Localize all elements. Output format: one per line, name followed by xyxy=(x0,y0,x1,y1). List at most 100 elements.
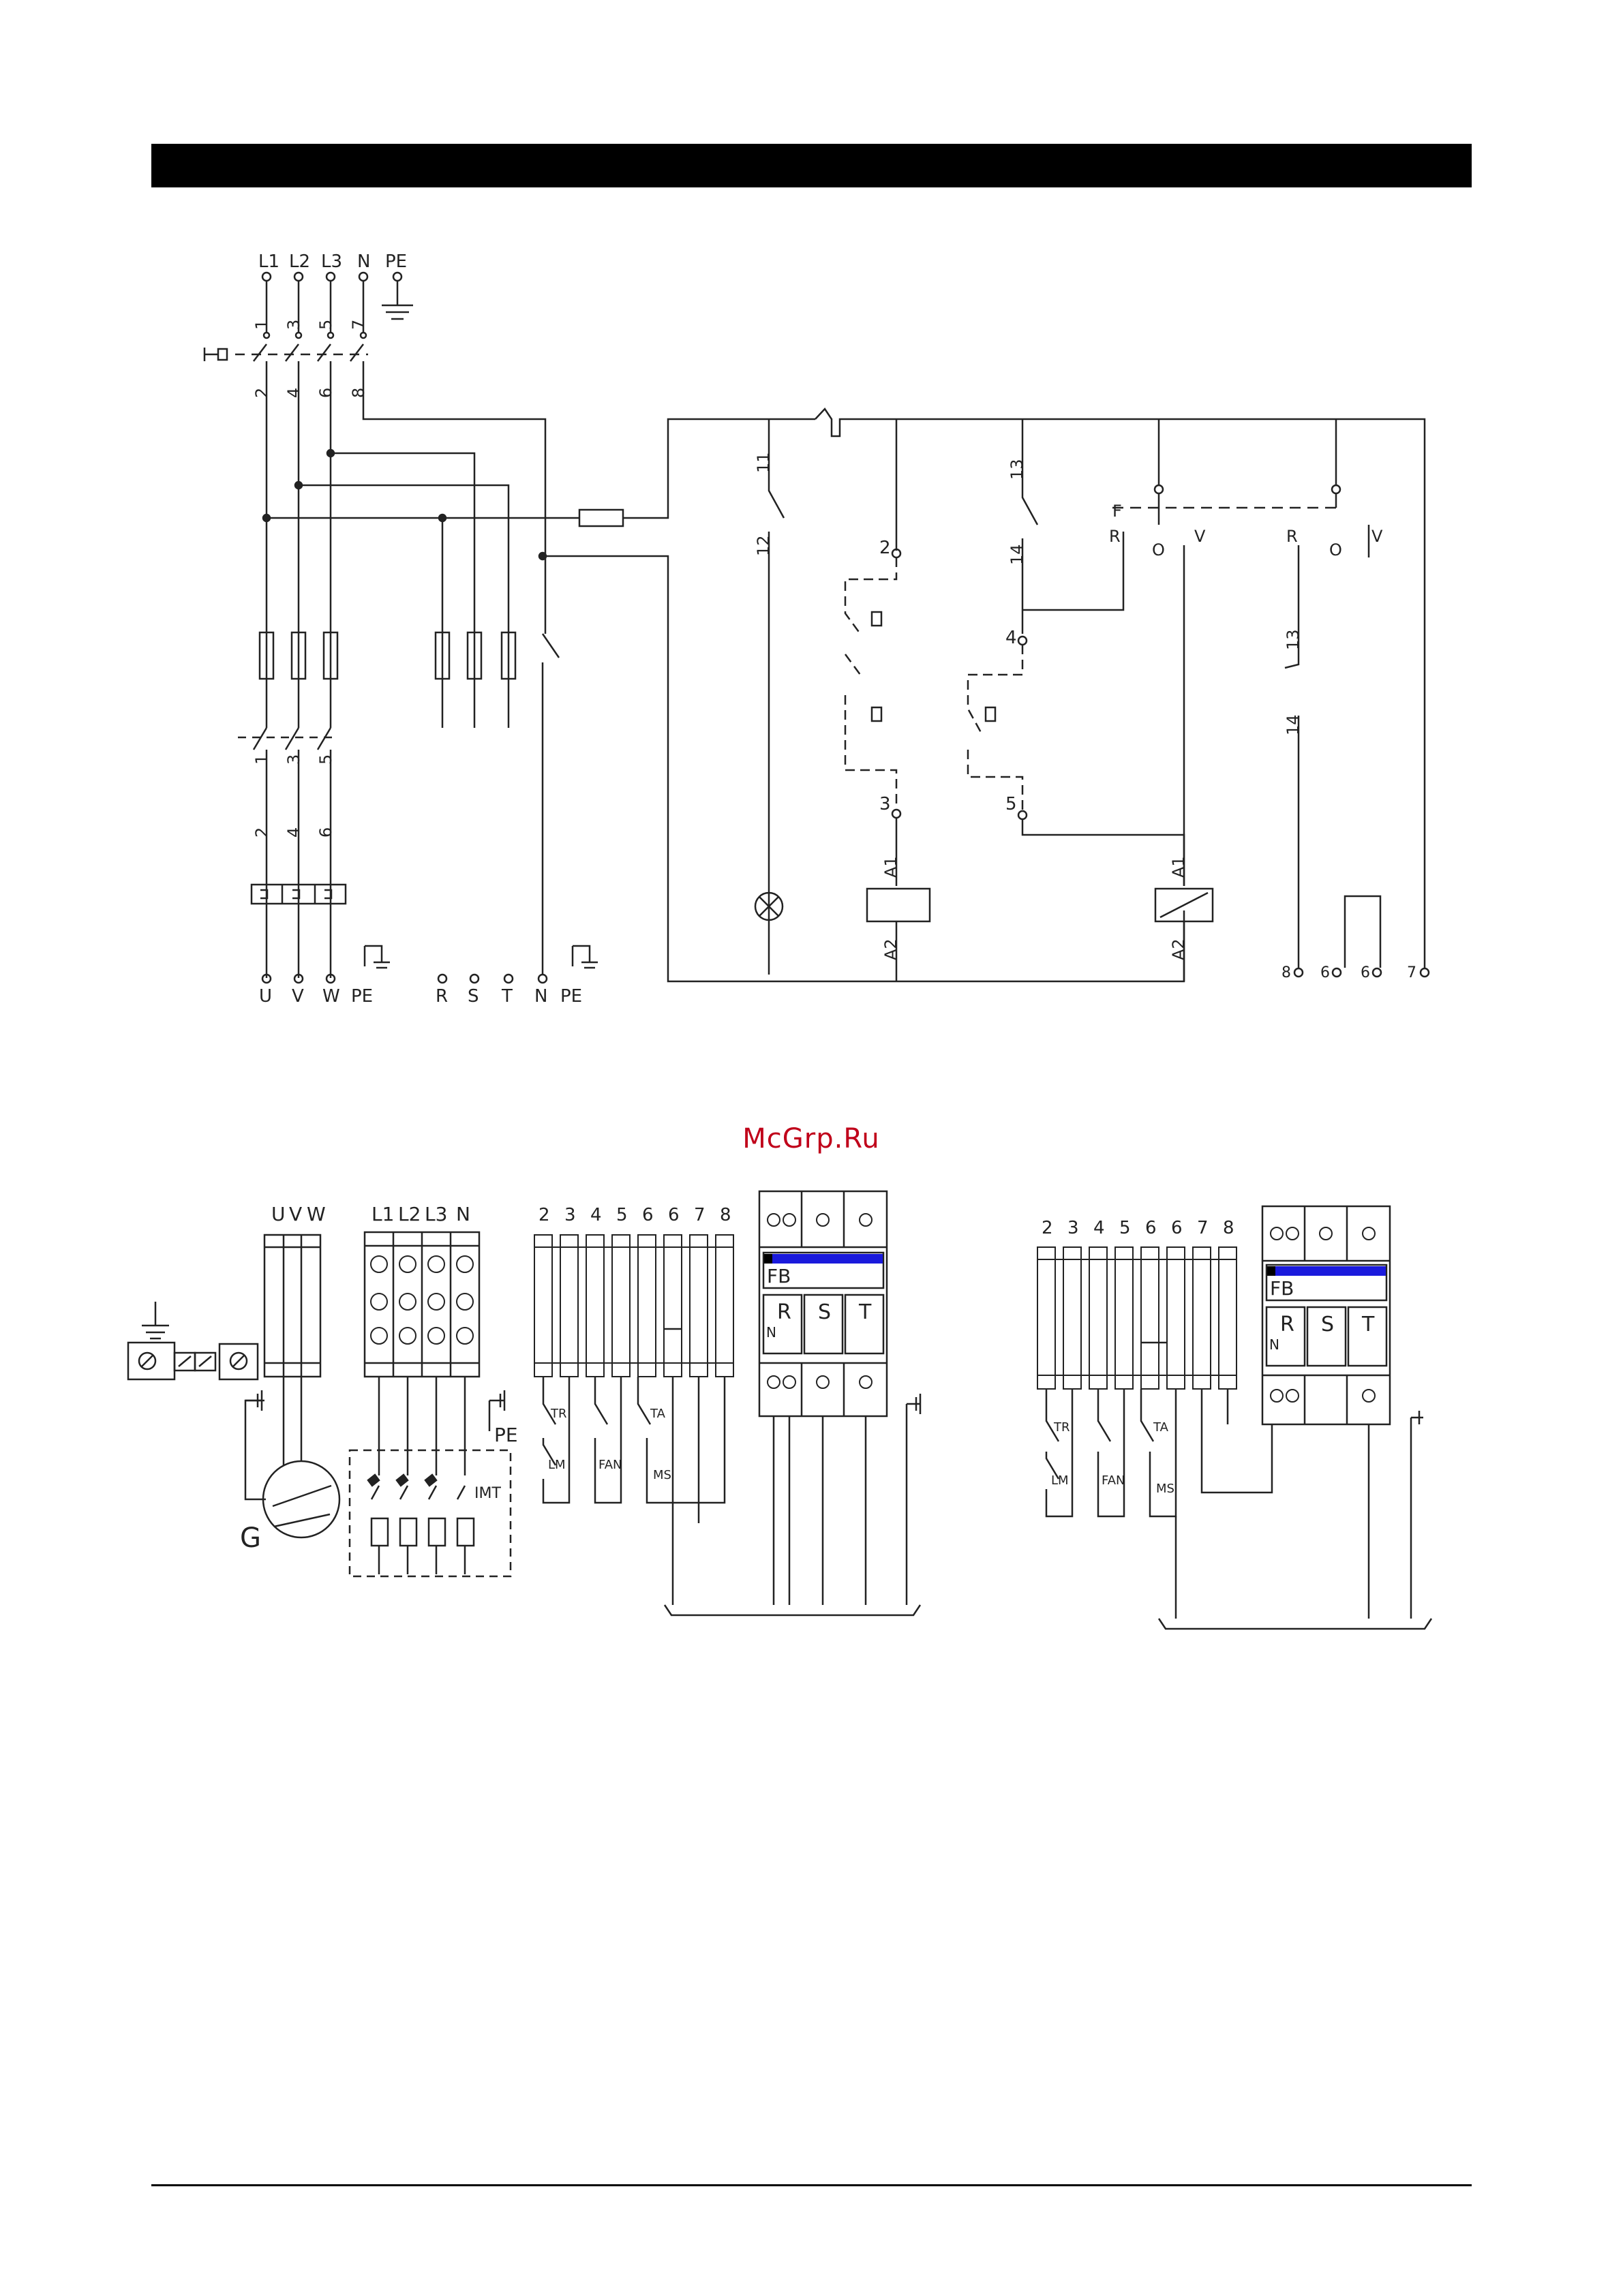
main-term-n: N xyxy=(456,1203,470,1225)
supply-label-l2: L2 xyxy=(289,251,310,272)
terminal-l3 xyxy=(327,273,335,281)
wire-ms: MS xyxy=(653,1468,671,1482)
motor-g-label: G xyxy=(240,1522,261,1554)
relay-term-4: 4 xyxy=(1005,628,1017,648)
switch-num-8: 8 xyxy=(349,388,368,398)
r-ctrl-term-6a: 6 xyxy=(1145,1218,1157,1238)
control-fuse xyxy=(579,510,623,526)
aux-label-s: S xyxy=(468,986,479,1007)
aux-label-r: R xyxy=(436,986,448,1007)
main-term-l3: L3 xyxy=(425,1203,447,1225)
r-wire-ms: MS xyxy=(1156,1482,1174,1496)
watermark: McGrp.Ru xyxy=(709,1123,913,1154)
wire-lm: LM xyxy=(548,1458,566,1472)
fb-right-n: N xyxy=(1269,1336,1279,1353)
r-ctrl-term-8: 8 xyxy=(1223,1218,1234,1238)
switch-num-5: 5 xyxy=(316,320,335,330)
breaker-num-3: 3 xyxy=(284,754,303,765)
fb-left-t: T xyxy=(858,1300,872,1324)
right-term-7: 7 xyxy=(1407,964,1416,981)
right-term-8: 8 xyxy=(1281,964,1291,981)
ground-terminal-block xyxy=(128,1343,175,1379)
r-ctrl-term-4: 4 xyxy=(1093,1218,1105,1238)
fb-label-left: FB xyxy=(767,1265,791,1287)
right-terminal-panel: 2 3 4 5 6 6 7 8 TR xyxy=(1037,1206,1431,1629)
r-wire-lm: LM xyxy=(1051,1473,1069,1488)
selector-left-o: O xyxy=(1152,540,1165,560)
ctrl-term-6b: 6 xyxy=(668,1205,680,1225)
ctrl-term-4: 4 xyxy=(590,1205,602,1225)
relay-term-3: 3 xyxy=(879,794,891,814)
breaker-num-1: 1 xyxy=(252,754,271,765)
footer-rule xyxy=(151,2184,1472,2186)
supply-label-pe: PE xyxy=(385,251,407,272)
right-term-6a: 6 xyxy=(1320,964,1330,981)
breaker-num-2: 2 xyxy=(252,827,271,838)
coil-right-a2: A2 xyxy=(1169,938,1188,960)
terminal-n xyxy=(359,273,367,281)
ctrl-term-5: 5 xyxy=(616,1205,628,1225)
supply-label-l1: L1 xyxy=(258,251,279,272)
supply-label-n: N xyxy=(357,251,370,272)
breaker-num-4: 4 xyxy=(284,827,303,838)
ctrl-term-7: 7 xyxy=(694,1205,706,1225)
r-ctrl-term-7: 7 xyxy=(1197,1218,1209,1238)
fb-right-t: T xyxy=(1361,1313,1375,1336)
pe-label: PE xyxy=(494,1424,518,1446)
breaker-num-5: 5 xyxy=(316,754,335,765)
selector-right-r: R xyxy=(1286,527,1298,546)
terminal-pe xyxy=(393,273,401,281)
r-wire-tr: TR xyxy=(1053,1420,1070,1435)
main-switch-contacts xyxy=(254,344,363,361)
motor-term-w: W xyxy=(307,1203,326,1225)
r-wire-ta: TA xyxy=(1153,1420,1169,1435)
switch-num-7: 7 xyxy=(349,320,368,330)
right-contact-14: 14 xyxy=(1284,714,1303,735)
imt-label: IMT xyxy=(474,1485,501,1502)
switch-num-4: 4 xyxy=(284,388,303,398)
fb-right-r: R xyxy=(1280,1313,1294,1336)
switch-num-3: 3 xyxy=(284,320,303,330)
contact-14-label: 14 xyxy=(1007,544,1027,565)
power-schematic: L1 L2 L3 N PE 1 3 xyxy=(204,251,1429,1007)
motor-term-v: V xyxy=(289,1203,302,1225)
fb-blue-bar xyxy=(764,1254,883,1264)
selector-left-r: R xyxy=(1109,527,1121,546)
relay-term-5: 5 xyxy=(1005,794,1017,814)
breaker-num-6: 6 xyxy=(316,827,335,838)
r-ctrl-term-2: 2 xyxy=(1042,1218,1053,1238)
selector-left-v: V xyxy=(1194,527,1206,546)
r-ctrl-term-6b: 6 xyxy=(1171,1218,1183,1238)
selector-mark: F xyxy=(1112,502,1122,521)
switch-num-6: 6 xyxy=(316,388,335,398)
imt-breaker-box xyxy=(350,1450,511,1576)
ctrl-term-8: 8 xyxy=(720,1205,731,1225)
selector-right-v: V xyxy=(1371,527,1383,546)
ctrl-term-2: 2 xyxy=(539,1205,550,1225)
selector-right-o: O xyxy=(1329,540,1342,560)
motor-terminal-strip xyxy=(264,1235,320,1377)
fb-left-r: R xyxy=(777,1300,791,1324)
ctrl-term-6a: 6 xyxy=(642,1205,654,1225)
right-term-6b: 6 xyxy=(1361,964,1370,981)
terminal-l2 xyxy=(294,273,303,281)
right-contact-13: 13 xyxy=(1284,629,1303,650)
r-ctrl-term-3: 3 xyxy=(1067,1218,1079,1238)
wire-fan: FAN xyxy=(598,1458,622,1472)
terminal-l1 xyxy=(262,273,271,281)
fb-blue-bar-right xyxy=(1267,1266,1386,1276)
fb-left-s: S xyxy=(818,1300,831,1324)
left-terminal-panel: U V W G L1 L2 L3 N xyxy=(128,1191,920,1615)
aux-label-pe: PE xyxy=(560,986,582,1007)
contact-11-label: 11 xyxy=(754,452,773,473)
aux-label-n: N xyxy=(534,986,547,1007)
fb-label-right: FB xyxy=(1270,1277,1294,1300)
out-label-pe: PE xyxy=(351,986,373,1007)
contact-12-label: 12 xyxy=(754,535,773,556)
supply-label-l3: L3 xyxy=(321,251,342,272)
out-label-w: W xyxy=(322,986,340,1007)
switch-num-1: 1 xyxy=(252,320,271,330)
switch-actuator-symbol xyxy=(204,348,227,361)
r-wire-fan: FAN xyxy=(1102,1473,1125,1488)
